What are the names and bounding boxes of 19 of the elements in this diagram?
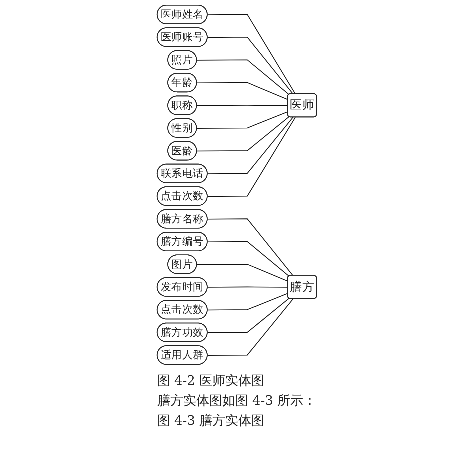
connector <box>196 60 290 96</box>
connector <box>207 218 294 276</box>
connector <box>196 105 288 106</box>
connector <box>196 82 288 100</box>
connector <box>207 117 296 198</box>
connector <box>207 37 294 95</box>
connector <box>207 298 294 356</box>
connector <box>207 298 290 334</box>
connector <box>207 286 288 288</box>
connector <box>196 264 288 282</box>
connector <box>207 14 296 95</box>
connector <box>207 117 294 174</box>
connector <box>196 116 290 152</box>
caption-text: 图 4-3 膳方实体图 <box>157 413 266 430</box>
caption-text: 膳方实体图如图 4-3 所示： <box>157 393 317 410</box>
connector <box>207 293 288 311</box>
connector <box>196 112 288 129</box>
caption-text: 图 4-2 医师实体图 <box>157 373 266 390</box>
connector <box>207 241 290 277</box>
